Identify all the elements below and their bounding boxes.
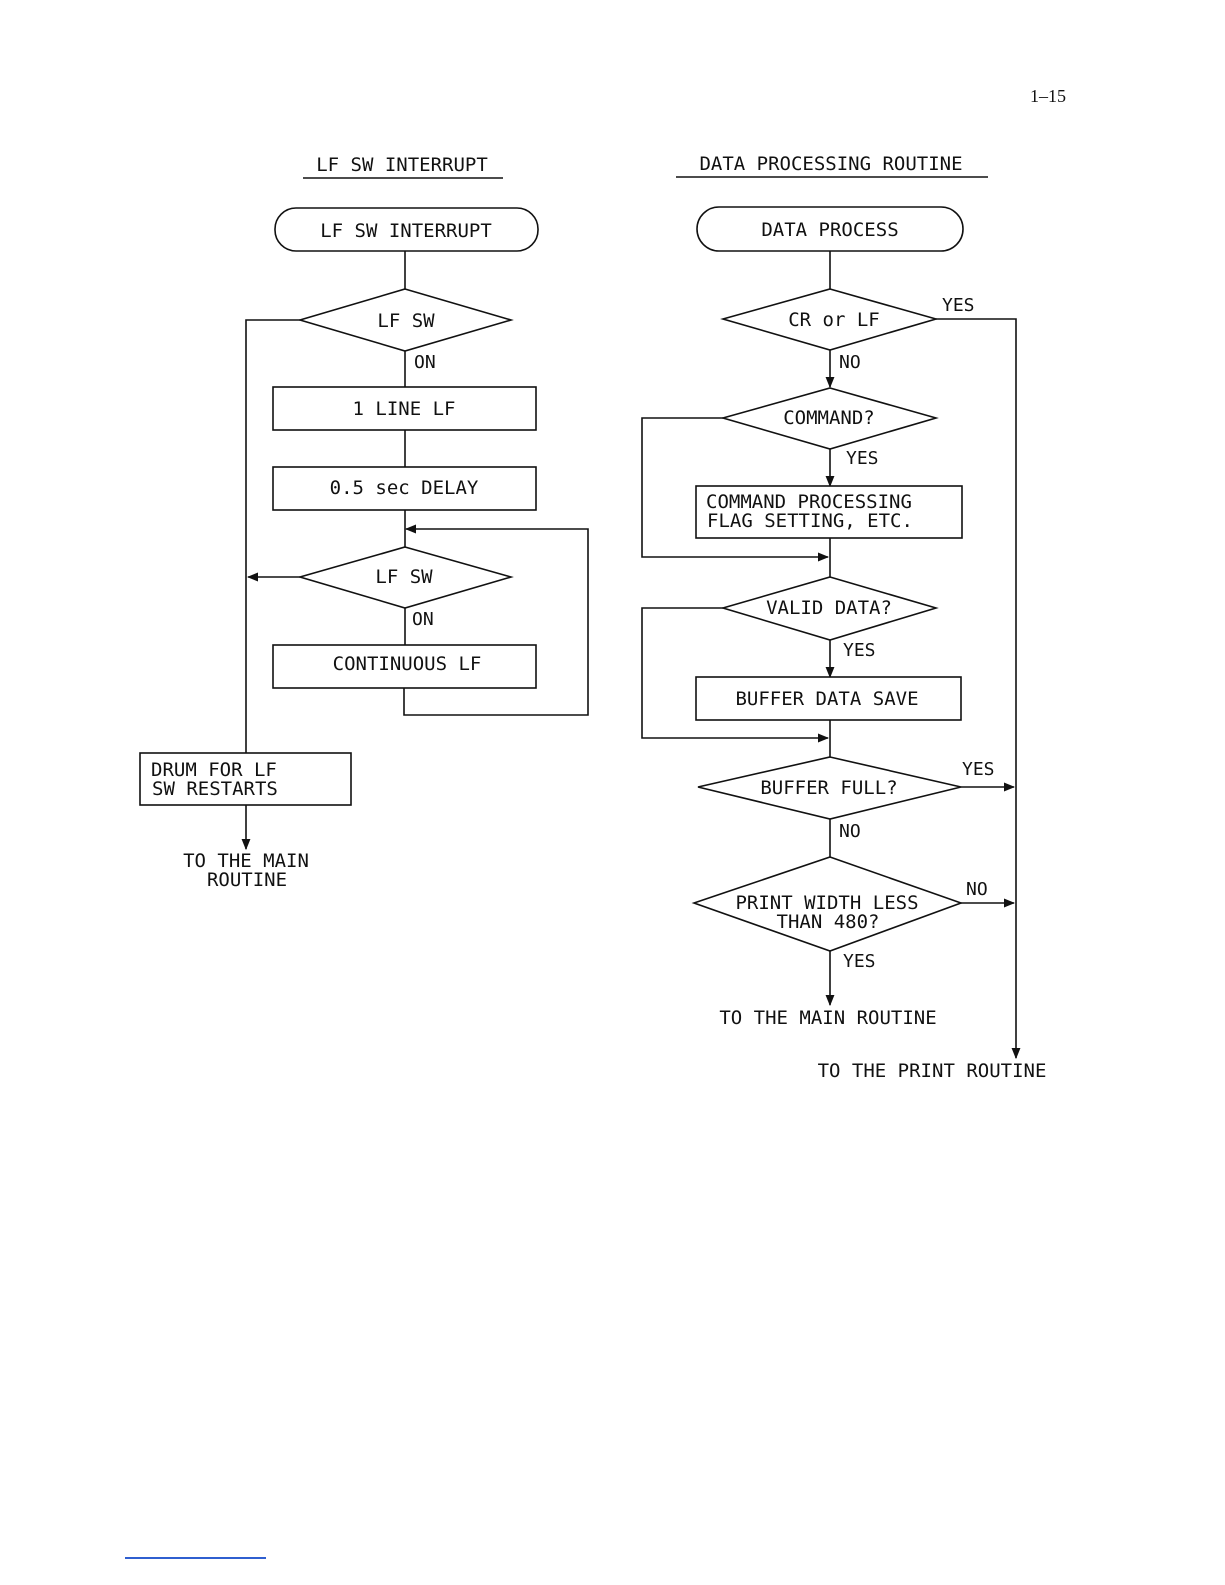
process-delay-label: 0.5 sec DELAY [330, 477, 479, 499]
process-command-processing-line1: COMMAND PROCESSING [706, 491, 912, 513]
scan-artifact-bar [125, 1557, 266, 1559]
decision-command-yes-label: YES [846, 448, 879, 469]
decision-print-width-line1: PRINT WIDTH LESS [735, 892, 918, 914]
exit-to-print-routine: TO THE PRINT ROUTINE [818, 1060, 1047, 1082]
decision-command-label: COMMAND? [783, 407, 875, 429]
decision-lf-sw-1-label: LF SW [377, 310, 435, 332]
process-continuous-lf-label: CONTINUOUS LF [333, 653, 482, 675]
decision-lf-sw-2-on-label: ON [412, 609, 434, 630]
decision-cr-or-lf-no-label: NO [839, 352, 861, 373]
left-heading: LF SW INTERRUPT [316, 154, 488, 176]
exit-left-line2: ROUTINE [207, 869, 287, 891]
process-buffer-data-save [695, 676, 962, 721]
process-buffer-data-save-label: BUFFER DATA SAVE [735, 688, 918, 710]
process-continuous-lf [272, 644, 537, 689]
decision-lf-sw-1-on-label: ON [414, 352, 436, 373]
decision-buffer-full-no-label: NO [839, 821, 861, 842]
right-heading: DATA PROCESSING ROUTINE [699, 153, 962, 175]
process-drum-restarts [139, 752, 352, 806]
decision-valid-data-yes-label: YES [843, 640, 876, 661]
page-number: 1–15 [1030, 86, 1066, 106]
decision-cr-or-lf-label: CR or LF [788, 309, 880, 331]
decision-cr-or-lf-yes-label: YES [942, 295, 975, 316]
lf-sw-interrupt-flowchart: LF SW INTERRUPT LF SW INTERRUPT LF SW ON… [139, 154, 589, 891]
start-terminator-label: LF SW INTERRUPT [320, 220, 492, 242]
exit-left-line1: TO THE MAIN [183, 850, 309, 872]
exit-to-main-routine: TO THE MAIN ROUTINE [719, 1007, 936, 1029]
data-processing-flowchart: DATA PROCESSING ROUTINE DATA PROCESS CR … [641, 153, 1047, 1082]
valid-data-no-bypass [641, 607, 830, 743]
yes-rail-to-print-routine [936, 318, 1021, 1060]
process-1-line-lf-label: 1 LINE LF [353, 398, 456, 420]
process-drum-restarts-line2: SW RESTARTS [152, 778, 278, 800]
decision-print-width-yes-label: YES [843, 951, 876, 972]
command-no-bypass [641, 417, 830, 562]
process-command-processing-line2: FLAG SETTING, ETC. [707, 510, 913, 532]
start-terminator-data-process-label: DATA PROCESS [761, 219, 898, 241]
loop-back-arrow [403, 524, 589, 716]
decision-print-width-no-label: NO [966, 879, 988, 900]
decision-buffer-full-yes-label: YES [962, 759, 995, 780]
decision-valid-data-label: VALID DATA? [766, 597, 892, 619]
decision-print-width-line2: THAN 480? [777, 911, 880, 933]
process-drum-restarts-line1: DRUM FOR LF [151, 759, 277, 781]
decision-lf-sw-2-label: LF SW [375, 566, 433, 588]
off-branch-line-1 [245, 319, 300, 753]
decision-buffer-full-label: BUFFER FULL? [760, 777, 897, 799]
process-delay [272, 466, 537, 511]
process-command-processing [695, 485, 963, 539]
start-terminator-lf-sw-interrupt [274, 207, 539, 252]
